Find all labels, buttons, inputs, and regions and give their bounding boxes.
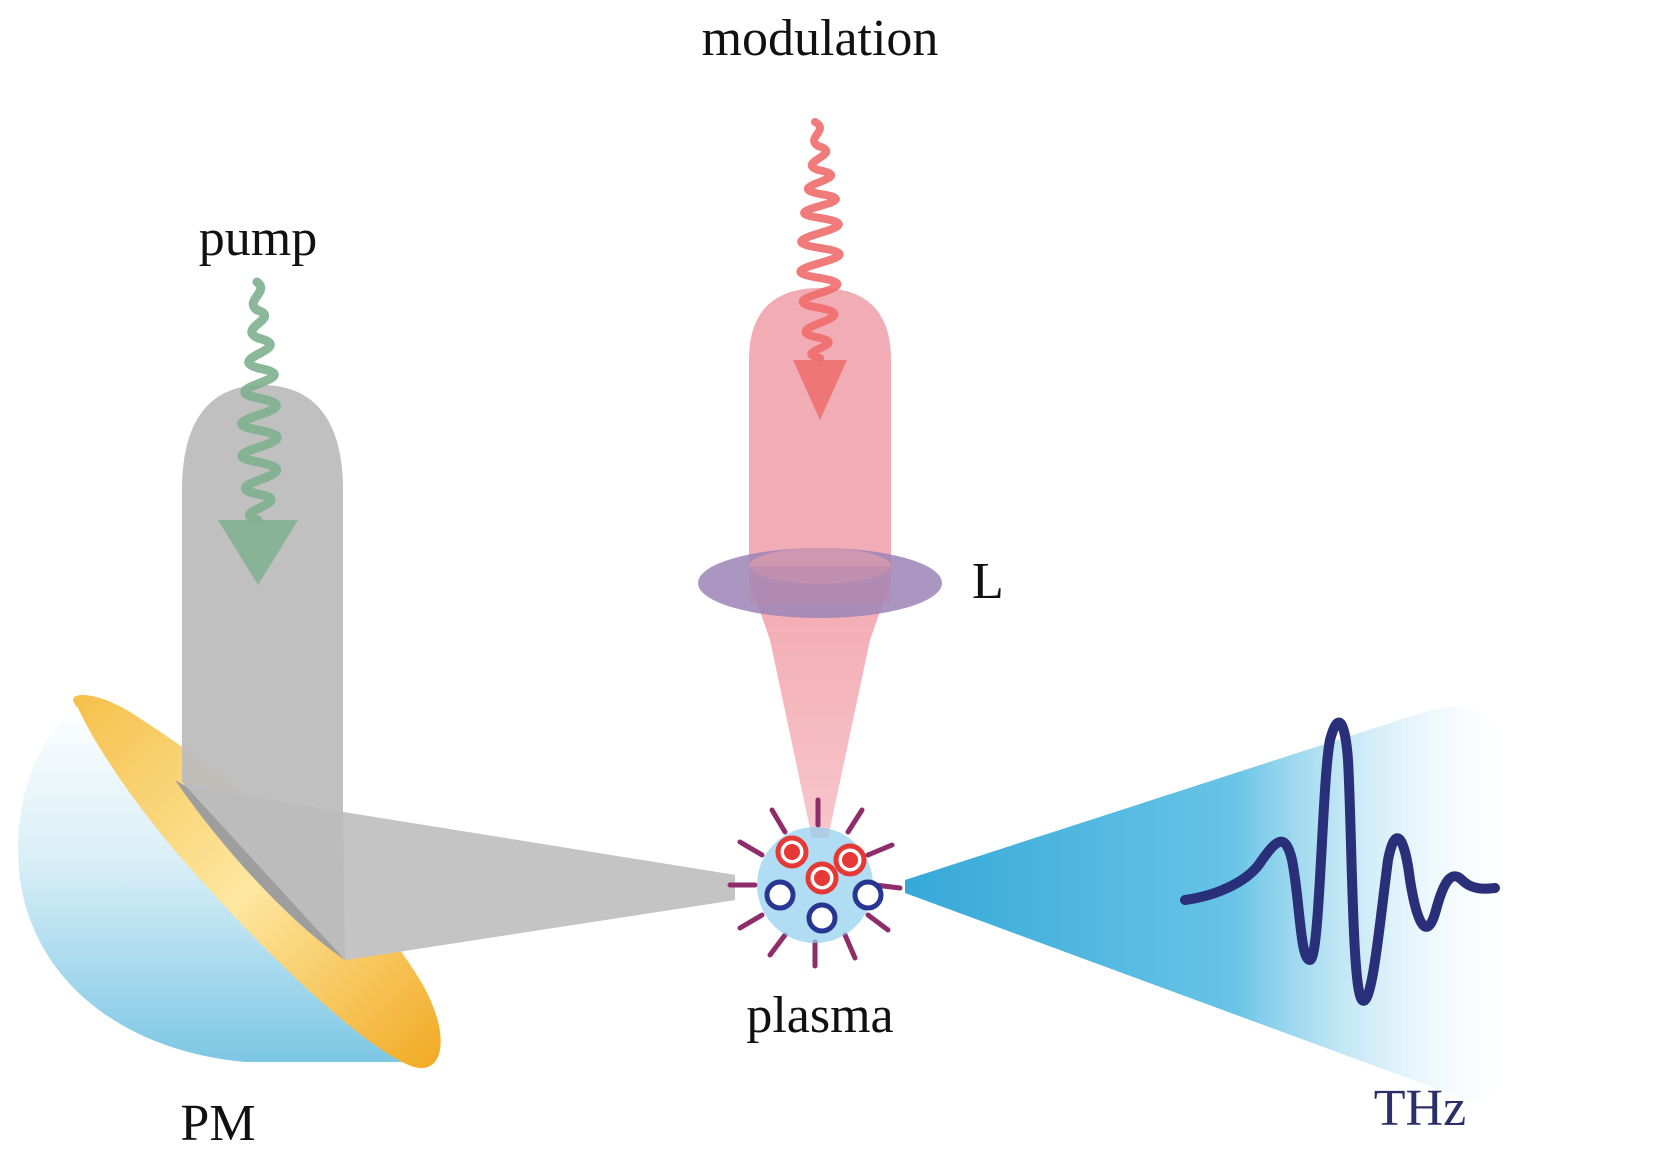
modulation-wave-icon <box>793 118 847 420</box>
thz-beam <box>905 706 1505 1099</box>
plasma-label: plasma <box>746 987 893 1044</box>
lens-icon <box>698 548 942 618</box>
lens-label: L <box>972 553 1004 610</box>
modulation-label: modulation <box>702 10 939 67</box>
plasma-icon <box>727 797 903 969</box>
pump-wave-icon <box>218 277 298 585</box>
parabolic-mirror-icon <box>18 694 441 1069</box>
modulation-beam <box>749 288 891 838</box>
pump-label: pump <box>199 210 317 267</box>
mirror-label: PM <box>180 1095 255 1152</box>
thz-pulse-icon <box>1180 717 1500 1006</box>
pump-beam <box>182 385 735 960</box>
thz-label: THz <box>1374 1080 1466 1137</box>
